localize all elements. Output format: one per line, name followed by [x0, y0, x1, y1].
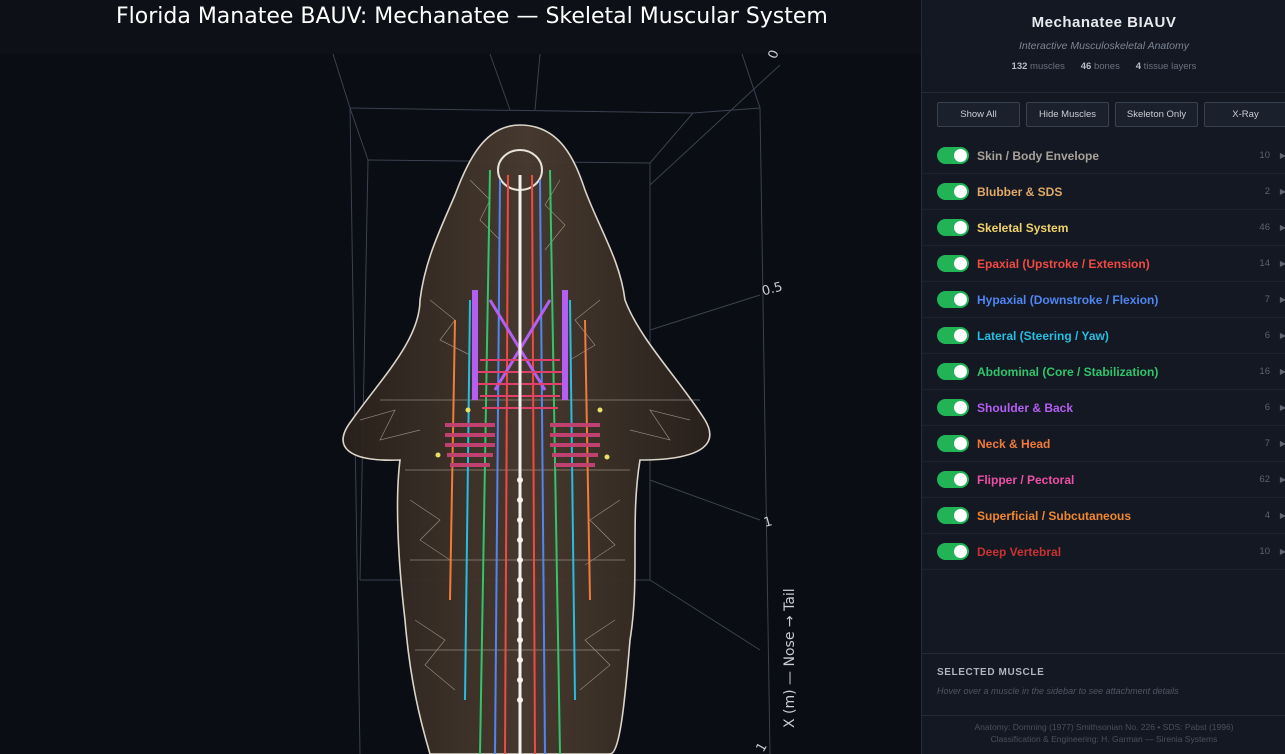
layer-count: 7	[1264, 438, 1270, 449]
layer-toggle[interactable]	[937, 399, 969, 416]
credit-line: Classification & Engineering: H. Garman …	[990, 734, 1218, 744]
layer-toggle[interactable]	[937, 543, 969, 560]
layer-toggle[interactable]	[937, 183, 969, 200]
expand-arrow-icon[interactable]: ▶	[1279, 295, 1285, 304]
vertebrae	[517, 477, 523, 703]
layer-row[interactable]: Epaxial (Upstroke / Extension) 14 ▶	[922, 246, 1285, 282]
body-envelope	[342, 124, 711, 754]
hide-muscles-button[interactable]: Hide Muscles	[1026, 102, 1109, 127]
layer-toggle[interactable]	[937, 219, 969, 236]
layer-name: Shoulder & Back	[977, 400, 1074, 415]
viewport-title-bar: Florida Manatee BAUV: Mechanatee — Skele…	[0, 0, 921, 54]
layer-row[interactable]: Blubber & SDS 2 ▶	[922, 174, 1285, 210]
3d-viewport[interactable]: Florida Manatee BAUV: Mechanatee — Skele…	[0, 0, 921, 754]
expand-arrow-icon[interactable]: ▶	[1279, 475, 1285, 484]
layer-count: 46	[1259, 222, 1270, 233]
layer-count: 16	[1259, 366, 1270, 377]
layer-count: 62	[1259, 474, 1270, 485]
layer-row[interactable]: Hypaxial (Downstroke / Flexion) 7 ▶	[922, 282, 1285, 318]
layer-row[interactable]: Deep Vertebral 10 ▶	[922, 534, 1285, 570]
stat-value: 4	[1135, 61, 1141, 72]
expand-arrow-icon[interactable]: ▶	[1279, 367, 1285, 376]
layer-count: 14	[1259, 258, 1270, 269]
attachment-points	[435, 407, 610, 460]
layer-name: Abdominal (Core / Stabilization)	[977, 364, 1159, 379]
viewport-title: Florida Manatee BAUV: Mechanatee — Skele…	[116, 4, 828, 29]
layer-name: Superficial / Subcutaneous	[977, 508, 1132, 523]
layer-toggle[interactable]	[937, 327, 969, 344]
stat-value: 132	[1011, 61, 1028, 72]
expand-arrow-icon[interactable]: ▶	[1279, 511, 1285, 520]
layer-count: 7	[1264, 294, 1270, 305]
sidebar-header: Mechanatee BIAUV Interactive Musculoskel…	[922, 0, 1285, 72]
stat-label: tissue layers	[1143, 61, 1197, 72]
layer-count: 4	[1264, 510, 1270, 521]
layer-row[interactable]: Lateral (Steering / Yaw) 6 ▶	[922, 318, 1285, 354]
layer-name: Blubber & SDS	[977, 184, 1063, 199]
stat-label: bones	[1093, 61, 1120, 72]
layer-toggle[interactable]	[937, 363, 969, 380]
layer-row[interactable]: Abdominal (Core / Stabilization) 16 ▶	[922, 354, 1285, 390]
sidebar: Mechanatee BIAUV Interactive Musculoskel…	[921, 0, 1285, 754]
expand-arrow-icon[interactable]: ▶	[1279, 259, 1285, 268]
sidebar-title: Mechanatee BIAUV	[1031, 14, 1177, 31]
expand-arrow-icon[interactable]: ▶	[1279, 331, 1285, 340]
expand-arrow-icon[interactable]: ▶	[1279, 151, 1285, 160]
layer-name: Neck & Head	[977, 436, 1051, 451]
layer-toggle[interactable]	[937, 255, 969, 272]
scene-grid	[332, 53, 781, 754]
layer-toggle[interactable]	[937, 291, 969, 308]
layer-name: Skeletal System	[977, 220, 1069, 235]
layer-row[interactable]: Flipper / Pectoral 62 ▶	[922, 462, 1285, 498]
expand-arrow-icon[interactable]: ▶	[1279, 223, 1285, 232]
selected-muscle-panel: SELECTED MUSCLE Hover over a muscle in t…	[922, 653, 1285, 716]
layer-count: 10	[1259, 546, 1270, 557]
muscle-bundles	[449, 169, 591, 754]
stat-value: 46	[1080, 61, 1092, 72]
layer-row[interactable]: Skin / Body Envelope 10 ▶	[922, 138, 1285, 174]
flipper-muscles	[445, 423, 600, 467]
layer-name: Lateral (Steering / Yaw)	[977, 328, 1109, 343]
stat-label: muscles	[1030, 61, 1065, 72]
expand-arrow-icon[interactable]: ▶	[1279, 547, 1285, 556]
layer-toggle[interactable]	[937, 147, 969, 164]
axis-title: X (m) — Nose → Tail	[782, 588, 798, 728]
layer-count: 10	[1259, 150, 1270, 161]
layer-name: Epaxial (Upstroke / Extension)	[977, 256, 1150, 271]
layer-name: Skin / Body Envelope	[977, 148, 1100, 163]
show-all-button[interactable]: Show All	[937, 102, 1020, 127]
layer-name: Deep Vertebral	[977, 544, 1062, 559]
sidebar-stats: 132 muscles 46 bones 4 tissue layers	[922, 61, 1285, 72]
credit-line: Anatomy: Domning (1977) Smithsonian No. …	[974, 722, 1234, 732]
layer-toggle[interactable]	[937, 471, 969, 488]
layer-row[interactable]: Superficial / Subcutaneous 4 ▶	[922, 498, 1285, 534]
selected-muscle-heading: SELECTED MUSCLE	[937, 667, 1045, 678]
credits: Anatomy: Domning (1977) Smithsonian No. …	[922, 715, 1285, 745]
sidebar-subtitle: Interactive Musculoskeletal Anatomy	[1018, 40, 1190, 52]
expand-arrow-icon[interactable]: ▶	[1279, 439, 1285, 448]
layer-count: 6	[1264, 402, 1270, 413]
view-mode-buttons: Show All Hide Muscles Skeleton Only X-Ra…	[937, 102, 1285, 127]
layer-toggle[interactable]	[937, 507, 969, 524]
layer-toggle[interactable]	[937, 435, 969, 452]
layer-row[interactable]: Shoulder & Back 6 ▶	[922, 390, 1285, 426]
skeleton-only-button[interactable]: Skeleton Only	[1115, 102, 1198, 127]
manatee-3d-model[interactable]	[0, 0, 921, 754]
divider	[922, 92, 1285, 93]
expand-arrow-icon[interactable]: ▶	[1279, 403, 1285, 412]
expand-arrow-icon[interactable]: ▶	[1279, 187, 1285, 196]
layer-row[interactable]: Neck & Head 7 ▶	[922, 426, 1285, 462]
layer-name: Hypaxial (Downstroke / Flexion)	[977, 292, 1159, 307]
layer-row[interactable]: Skeletal System 46 ▶	[922, 210, 1285, 246]
layer-count: 6	[1264, 330, 1270, 341]
x-ray-button[interactable]: X-Ray	[1204, 102, 1285, 127]
layer-name: Flipper / Pectoral	[977, 472, 1075, 487]
layer-count: 2	[1264, 186, 1270, 197]
selected-muscle-placeholder: Hover over a muscle in the sidebar to se…	[937, 686, 1179, 696]
